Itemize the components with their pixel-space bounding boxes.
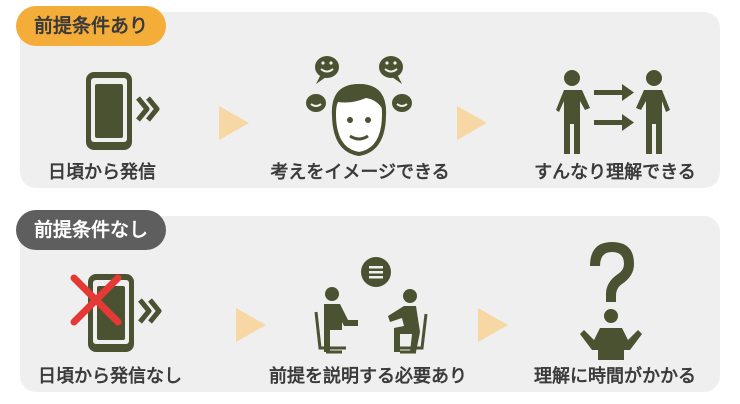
flow-arrow xyxy=(219,106,249,140)
step-caption: 考えをイメージできる xyxy=(270,162,450,183)
people-discussion-icon xyxy=(314,257,428,354)
step-caption: 日頃から発信なし xyxy=(38,366,182,387)
with-premise-tag: 前提条件あり xyxy=(16,6,167,46)
person-imagining-icon xyxy=(306,56,412,157)
people-exchange-icon xyxy=(556,70,670,154)
flow-arrow xyxy=(457,106,487,140)
flow-arrow xyxy=(478,308,508,342)
confused-person-icon xyxy=(580,242,642,360)
step-caption: 日頃から発信 xyxy=(48,162,156,183)
cross-icon xyxy=(70,274,122,326)
panel-with-premise: 前提条件あり xyxy=(16,6,720,188)
flow-arrow xyxy=(236,308,266,342)
smartphone-signal-icon xyxy=(86,72,160,150)
panel-without-premise: 前提条件なし 日頃から発信なし 前提を説明する必 xyxy=(16,210,720,392)
step-caption: 理解に時間がかかる xyxy=(534,366,696,387)
step-caption: 前提を説明する必要あり xyxy=(269,366,467,387)
without-premise-tag: 前提条件なし xyxy=(16,210,167,250)
smartphone-no-signal-icon xyxy=(70,274,162,352)
step-caption: すんなり理解できる xyxy=(534,162,696,183)
